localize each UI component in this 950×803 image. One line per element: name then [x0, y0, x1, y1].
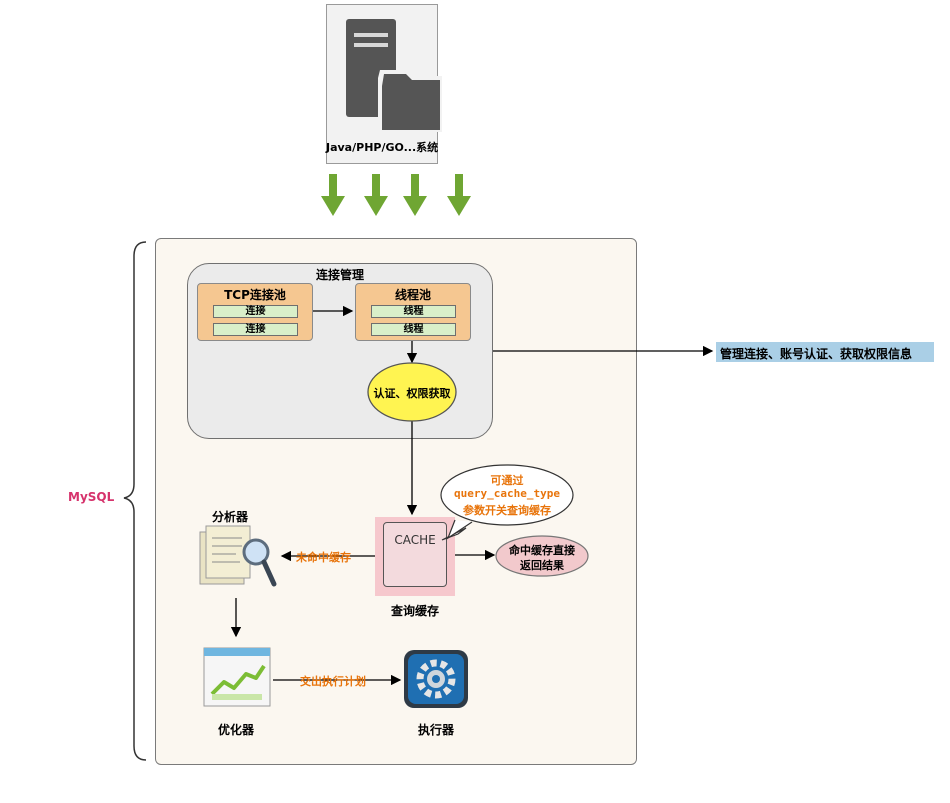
- thread-slot: 线程: [371, 305, 456, 318]
- callout-line: 参数开关查询缓存: [463, 504, 551, 517]
- auth-label: 认证、权限获取: [373, 387, 451, 400]
- optimizer-label: 优化器: [218, 723, 255, 737]
- server-icon: [346, 19, 442, 132]
- query-cache-caption: 查询缓存: [390, 604, 439, 618]
- mysql-brace: [123, 241, 147, 761]
- chart-growth-icon: [203, 647, 271, 707]
- cache-box-label: CACHE: [394, 533, 436, 547]
- request-arrows: [321, 174, 471, 216]
- green-down-arrow: [321, 174, 345, 216]
- cache-inner-box: [383, 522, 447, 587]
- tcp-pool-title: TCP连接池: [224, 288, 286, 302]
- thread-slot: 线程: [371, 323, 456, 336]
- cache-callout-bubble: [440, 464, 574, 541]
- thread-pool-title: 线程池: [394, 288, 431, 302]
- green-down-arrow: [403, 174, 427, 216]
- green-down-arrow: [364, 174, 388, 216]
- mysql-label: MySQL: [68, 490, 115, 504]
- cache-hit-label: 返回结果: [520, 559, 564, 572]
- cache-miss-label: 未命中缓存: [296, 551, 351, 564]
- executor-label: 执行器: [418, 723, 455, 737]
- tcp-connection-slot: 连接: [213, 323, 298, 336]
- gear-icon: [404, 650, 468, 708]
- side-note-box: [716, 342, 934, 362]
- client-label: Java/PHP/GO...系统: [326, 141, 439, 154]
- callout-line: 可通过: [490, 474, 524, 487]
- analyzer-label: 分析器: [212, 510, 249, 524]
- auth-ellipse: [367, 362, 457, 422]
- tcp-connection-slot: 连接: [213, 305, 298, 318]
- cache-hit-ellipse: [495, 535, 589, 577]
- green-down-arrow: [447, 174, 471, 216]
- execution-plan-label: 交出执行计划: [300, 675, 366, 688]
- side-note-label: 管理连接、账号认证、获取权限信息: [720, 347, 913, 361]
- connection-management-title: 连接管理: [315, 268, 364, 282]
- cache-hit-label: 命中缓存直接: [509, 544, 575, 557]
- document-magnifier-icon: [199, 525, 277, 587]
- callout-line: query_cache_type: [454, 487, 560, 500]
